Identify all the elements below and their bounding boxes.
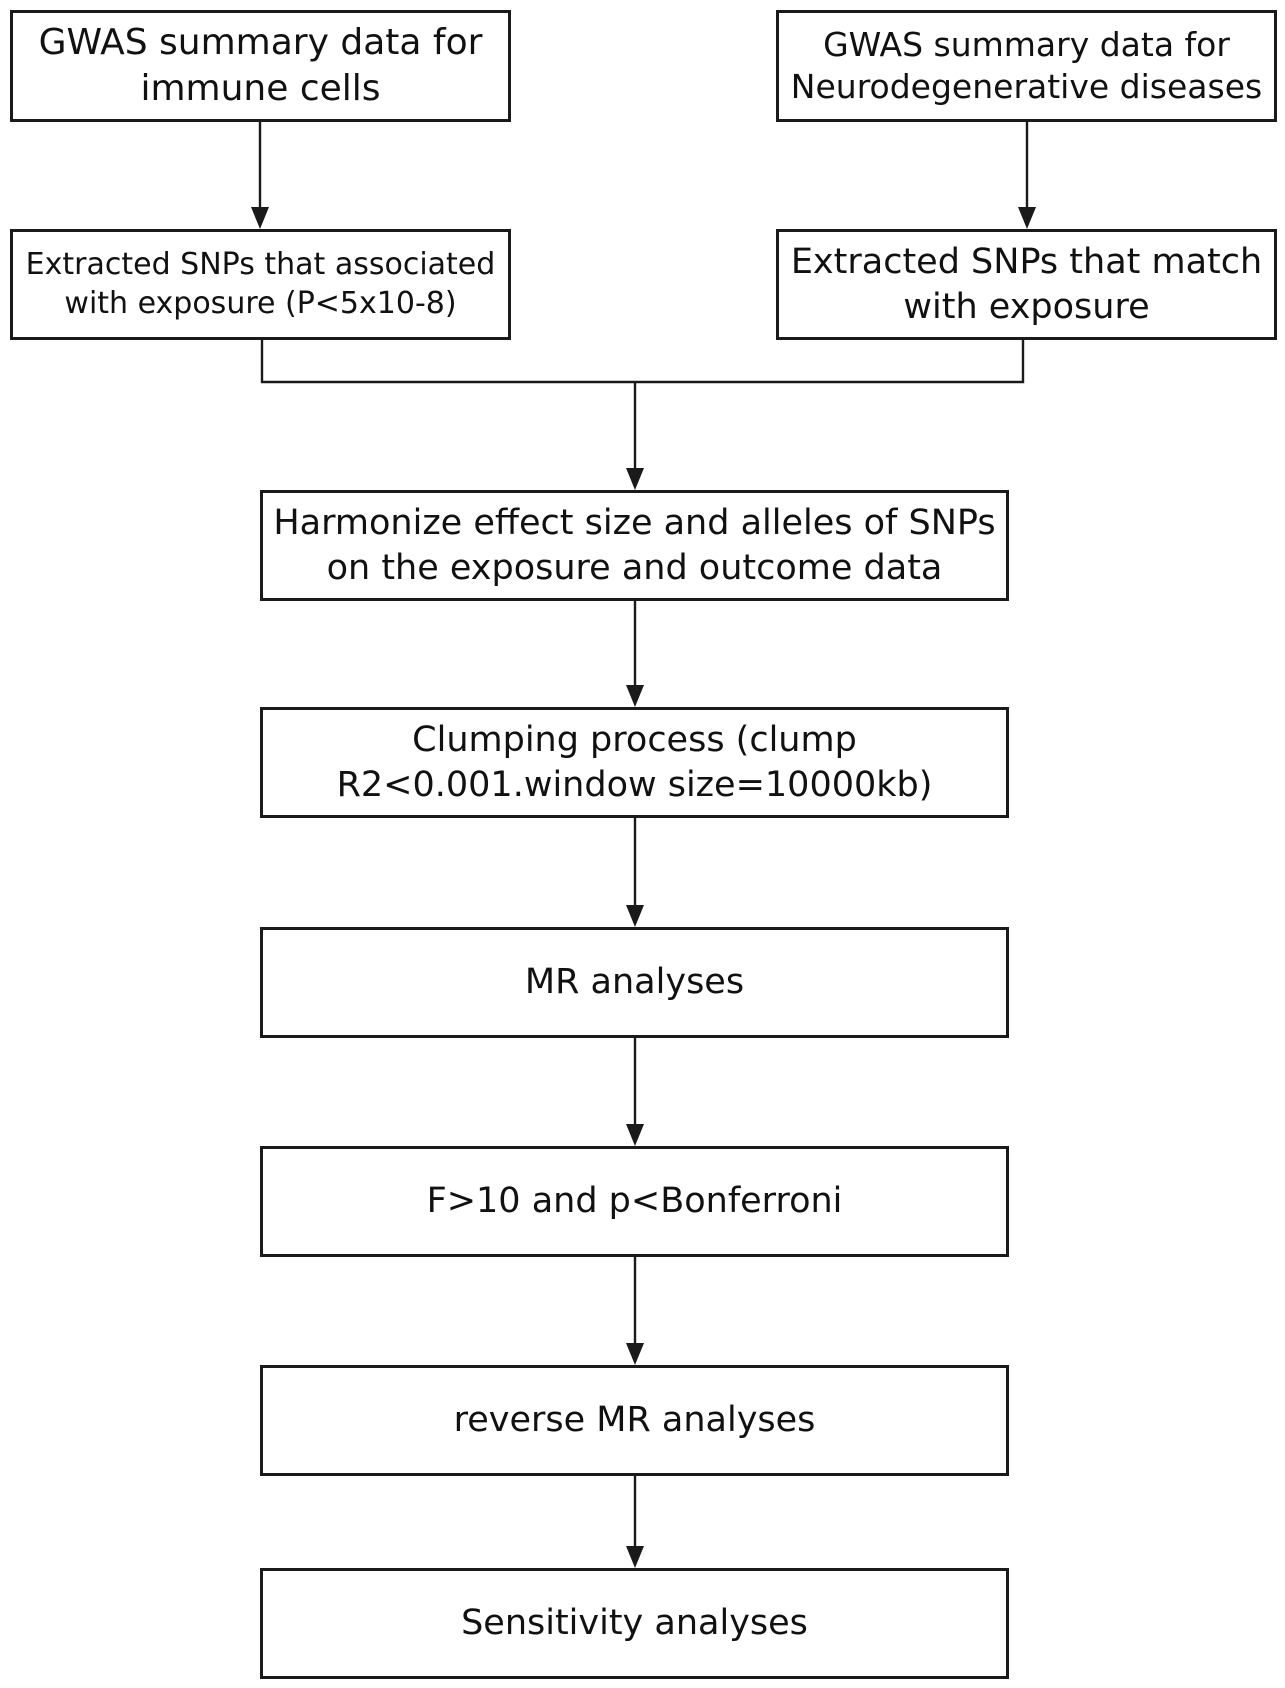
reverse-mr-analyses-node: reverse MR analyses <box>260 1365 1009 1476</box>
reverse-mr-analyses-label: reverse MR analyses <box>453 1400 816 1441</box>
merge-connector <box>260 340 1025 490</box>
gwas-immune-cells-label: GWAS summary data for immune cells <box>38 21 483 109</box>
arrow-f10-to-reverse <box>626 1257 644 1365</box>
clumping-process-label: Clumping process (clump R2<0.001.window … <box>336 719 933 805</box>
sensitivity-analyses-node: Sensitivity analyses <box>260 1568 1009 1679</box>
arrow-harmonize-to-clumping <box>626 601 644 707</box>
arrow-clumping-to-mr <box>626 818 644 927</box>
extracted-snps-associated-label: Extracted SNPs that associated with expo… <box>25 247 496 321</box>
f-statistic-bonferroni-node: F>10 and p<Bonferroni <box>260 1146 1009 1257</box>
extracted-snps-associated-node: Extracted SNPs that associated with expo… <box>10 229 511 340</box>
arrow-neuro-to-extract <box>1018 122 1036 229</box>
mr-analyses-node: MR analyses <box>260 927 1009 1038</box>
gwas-neurodegenerative-node: GWAS summary data for Neurodegenerative … <box>776 10 1277 122</box>
clumping-process-node: Clumping process (clump R2<0.001.window … <box>260 707 1009 818</box>
arrow-mr-to-f10 <box>626 1038 644 1146</box>
extracted-snps-match-node: Extracted SNPs that match with exposure <box>776 229 1277 340</box>
arrow-immune-to-extract <box>251 122 269 229</box>
f-statistic-bonferroni-label: F>10 and p<Bonferroni <box>426 1181 843 1222</box>
gwas-neurodegenerative-label: GWAS summary data for Neurodegenerative … <box>790 24 1263 106</box>
gwas-immune-cells-node: GWAS summary data for immune cells <box>10 10 511 122</box>
harmonize-label: Harmonize effect size and alleles of SNP… <box>273 502 996 588</box>
harmonize-node: Harmonize effect size and alleles of SNP… <box>260 490 1009 601</box>
mr-analyses-label: MR analyses <box>524 962 745 1003</box>
sensitivity-analyses-label: Sensitivity analyses <box>461 1603 808 1644</box>
extracted-snps-match-label: Extracted SNPs that match with exposure <box>790 241 1263 327</box>
arrow-reverse-to-sensitivity <box>626 1476 644 1568</box>
